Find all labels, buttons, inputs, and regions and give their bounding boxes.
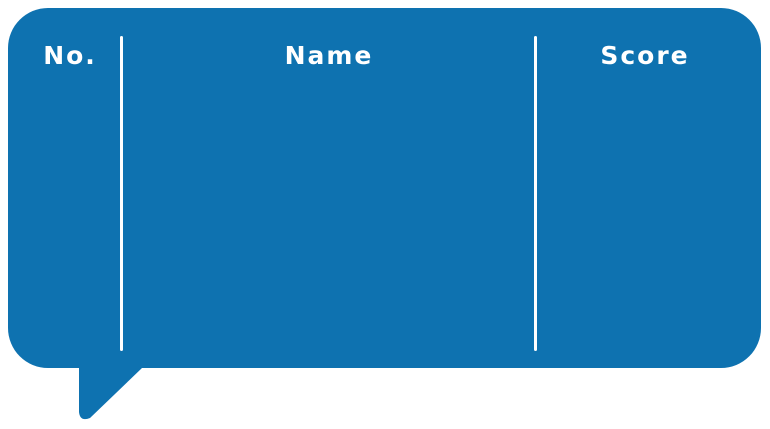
column-header-name: Name <box>284 41 374 70</box>
column-divider <box>120 36 123 351</box>
speech-bubble-body <box>8 8 761 368</box>
scoreboard-table-body <box>8 90 761 350</box>
column-header-score: Score <box>600 41 690 70</box>
column-divider <box>534 36 537 351</box>
column-header-number: No. <box>43 41 97 70</box>
